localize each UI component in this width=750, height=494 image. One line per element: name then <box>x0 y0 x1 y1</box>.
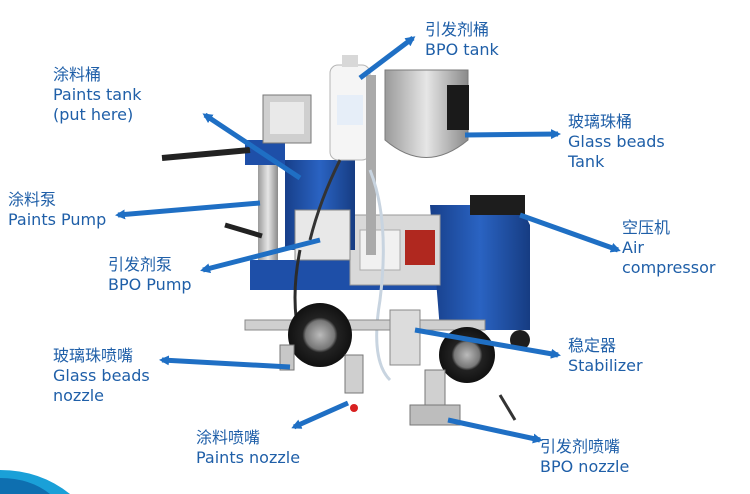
compressor-housing <box>430 205 530 330</box>
bpo-pump-box <box>294 209 351 261</box>
handle-bar <box>161 147 251 161</box>
arrow-stabilizer <box>414 327 561 359</box>
paint-pump-column <box>258 150 278 260</box>
arrow-bpo-tank <box>358 36 416 80</box>
label-glass-beads-tank-cn: 玻璃珠桶 <box>568 112 633 131</box>
glass-beads-nozzle-part <box>279 344 295 371</box>
arrows <box>115 36 621 444</box>
label-paints-tank: 涂料桶 Paints tank (put here) <box>53 65 142 125</box>
label-paints-pump-cn: 涂料泵 <box>8 190 57 209</box>
label-stabilizer: 稳定器 Stabilizer <box>568 336 643 376</box>
label-bpo-nozzle-cn: 引发剂喷嘴 <box>540 437 621 456</box>
label-glass-beads-tank-en: Glass beads <box>568 132 665 151</box>
arrow-air-compressor <box>519 212 621 253</box>
label-glass-beads-nozzle: 玻璃珠喷嘴 Glass beads nozzle <box>53 346 150 406</box>
left-wheel <box>288 303 352 367</box>
label-bpo-nozzle: 引发剂喷嘴 BPO nozzle <box>540 437 629 477</box>
machine-illustration <box>161 55 530 426</box>
label-glass-beads-nozzle-en2: nozzle <box>53 386 105 405</box>
label-bpo-tank-cn: 引发剂桶 <box>425 20 490 39</box>
engine-red-part <box>405 230 435 265</box>
label-paints-nozzle-cn: 涂料喷嘴 <box>196 428 261 447</box>
label-glass-beads-nozzle-en: Glass beads <box>53 366 150 385</box>
arrow-bpo-pump <box>200 237 321 274</box>
label-bpo-tank: 引发剂桶 BPO tank <box>425 20 499 60</box>
arrow-bpo-nozzle <box>447 417 543 444</box>
label-glass-beads-nozzle-cn: 玻璃珠喷嘴 <box>53 346 134 365</box>
compressor-top <box>470 195 525 215</box>
label-bpo-pump-cn: 引发剂泵 <box>108 255 173 274</box>
label-air-compressor-en2: compressor <box>622 258 716 277</box>
label-bpo-pump: 引发剂泵 BPO Pump <box>108 255 192 295</box>
label-bpo-pump-en: BPO Pump <box>108 275 192 294</box>
label-bpo-tank-en: BPO tank <box>425 40 499 59</box>
front-bar <box>244 319 486 331</box>
label-stabilizer-en: Stabilizer <box>568 356 643 375</box>
label-paints-pump: 涂料泵 Paints Pump <box>8 190 106 230</box>
arrow-glass-beads-nozzle <box>159 355 291 370</box>
label-paints-tank-en: Paints tank <box>53 85 142 104</box>
label-air-compressor: 空压机 Air compressor <box>622 218 715 278</box>
label-air-compressor-en: Air <box>622 238 644 257</box>
mast <box>366 75 376 255</box>
arrow-paints-nozzle <box>291 400 350 430</box>
label-paints-nozzle: 涂料喷嘴 Paints nozzle <box>196 428 300 468</box>
arrow-paints-tank <box>202 112 302 181</box>
label-stabilizer-cn: 稳定器 <box>568 336 617 355</box>
corner-swoosh <box>0 470 70 494</box>
stabilizer-plate <box>389 309 421 366</box>
label-paints-tank-note: (put here) <box>53 105 134 124</box>
label-paints-pump-en: Paints Pump <box>8 210 107 229</box>
label-glass-beads-tank: 玻璃珠桶 Glass beads Tank <box>568 112 665 172</box>
arrow-glass-beads-tank <box>464 129 561 140</box>
label-paints-nozzle-en: Paints nozzle <box>196 448 301 467</box>
label-paints-tank-cn: 涂料桶 <box>53 65 102 84</box>
paint-nozzle <box>344 354 364 394</box>
arrow-paints-pump <box>115 200 261 220</box>
label-bpo-nozzle-en: BPO nozzle <box>540 457 630 476</box>
label-glass-beads-tank-en2: Tank <box>568 152 605 171</box>
label-air-compressor-cn: 空压机 <box>622 218 671 237</box>
